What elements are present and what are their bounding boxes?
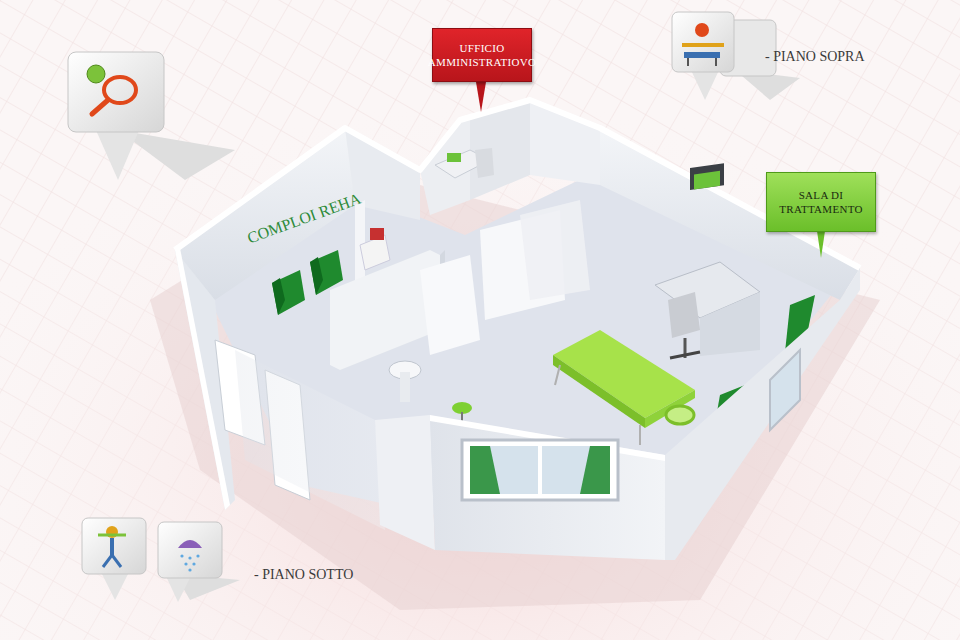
office-callout-box: UFFICIO AMMINISTRATIOVO — [432, 28, 532, 82]
box-text: SALA DI TRATTAMENTO — [773, 188, 869, 216]
floor-below-icon-bubbles — [82, 518, 240, 602]
box-text: UFFICIO AMMINISTRATIOVO — [428, 41, 536, 69]
floor-above-label: - PIANO SOPRA — [765, 49, 865, 65]
room-callout-box: SALA DI TRATTAMENTO — [766, 172, 876, 232]
floor-below-label: - PIANO SOTTO — [254, 567, 353, 583]
tennis-icon-bubble — [68, 52, 235, 180]
